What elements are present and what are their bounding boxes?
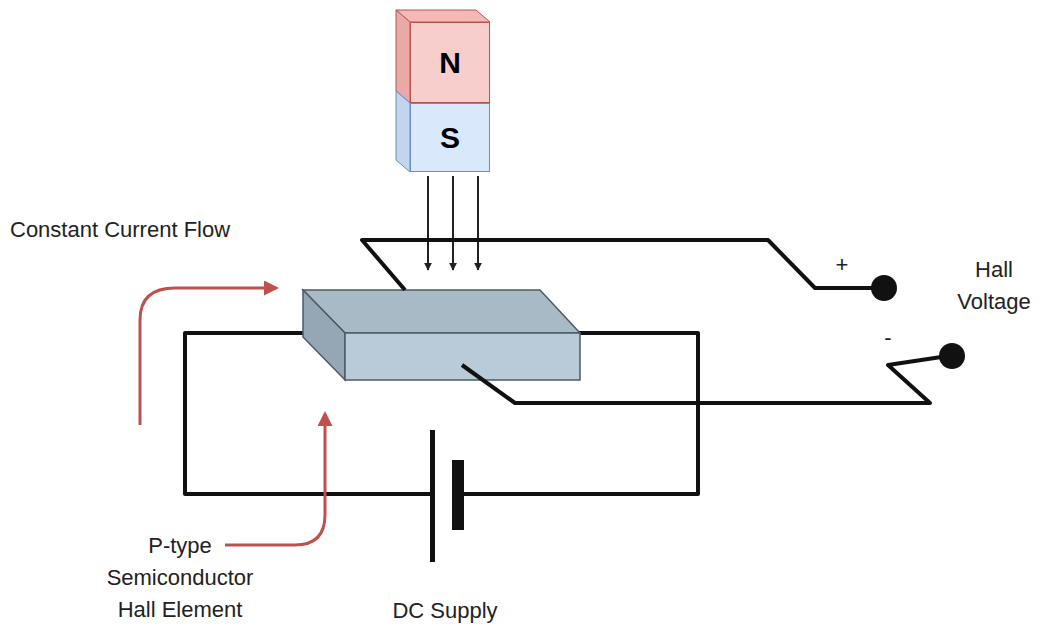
pointer-arrows bbox=[140, 288, 325, 545]
circuit-wires bbox=[185, 333, 698, 494]
label-text: - bbox=[884, 325, 891, 350]
terminal bbox=[871, 275, 897, 301]
polarity-sign: - bbox=[878, 322, 898, 354]
pole-letter: N bbox=[439, 46, 461, 80]
component-label: P-type Semiconductor Hall Element bbox=[95, 530, 265, 626]
magnet-body bbox=[396, 10, 490, 172]
pole-letter: S bbox=[440, 121, 460, 155]
battery-symbol bbox=[430, 430, 464, 562]
polarity-sign: + bbox=[832, 249, 852, 281]
label-text: Constant Current Flow bbox=[10, 217, 230, 242]
component-label: DC Supply bbox=[365, 595, 525, 627]
hall-voltage-wires bbox=[362, 240, 948, 403]
magnet-pole: N bbox=[410, 22, 490, 103]
hall-element bbox=[303, 290, 580, 380]
magnet-pole: S bbox=[410, 103, 490, 172]
output-label: Hall Voltage bbox=[950, 254, 1038, 318]
label-text: + bbox=[836, 252, 849, 277]
label-text: DC Supply bbox=[392, 598, 497, 623]
annotation: Constant Current Flow bbox=[10, 214, 340, 246]
label-text: Hall Voltage bbox=[957, 257, 1030, 314]
terminal bbox=[939, 343, 965, 369]
label-text: P-type Semiconductor Hall Element bbox=[107, 533, 254, 622]
field-lines bbox=[428, 176, 478, 270]
